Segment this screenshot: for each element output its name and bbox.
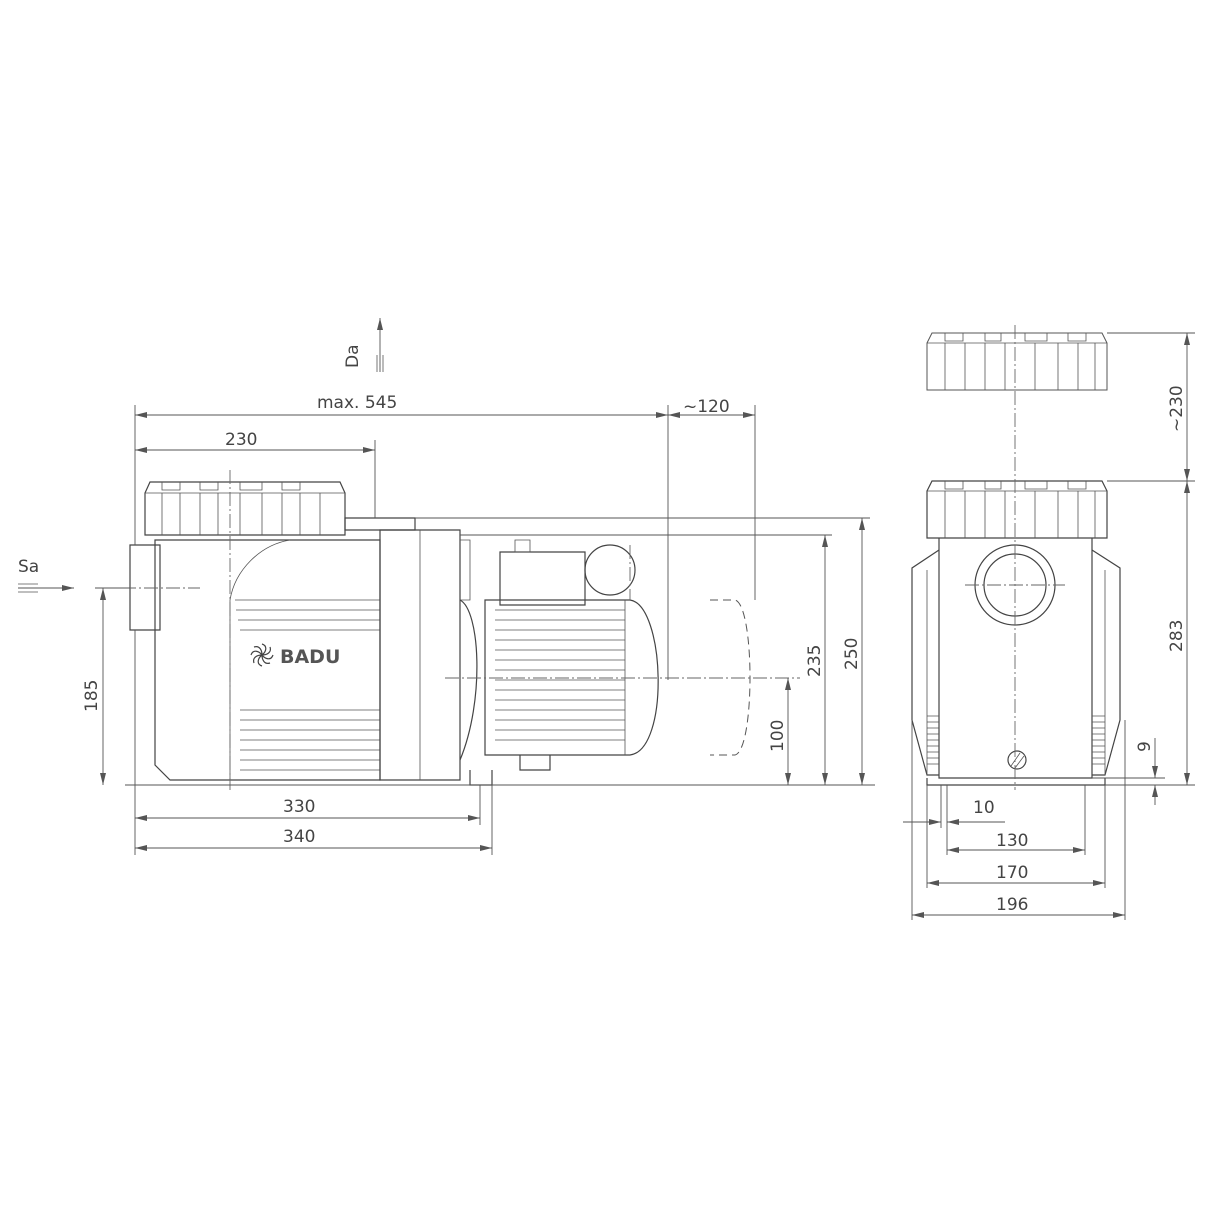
brand-name: BADU [280, 646, 340, 668]
dim-overall-length: max. 545 [317, 393, 397, 413]
strainer-lid [144, 481, 346, 536]
dim-185: 185 [82, 680, 102, 712]
lid-removed-position [926, 332, 1108, 391]
dim-196: 196 [996, 895, 1028, 915]
discharge-label: Da [343, 344, 363, 368]
capacitor [584, 544, 636, 596]
dim-130: 130 [996, 831, 1028, 851]
badu-logo: BADU [250, 643, 340, 668]
dim-motor-clearance: ~120 [683, 397, 730, 417]
dim-10: 10 [973, 798, 995, 818]
dim-235: 235 [805, 645, 825, 677]
dim-lid-clearance: ~230 [1167, 385, 1187, 432]
dim-283: 283 [1167, 620, 1187, 652]
drain-plug-icon [1007, 750, 1027, 770]
dim-330: 330 [283, 797, 315, 817]
side-view: BADU Da Sa max. 545 ~120 230 185 [18, 318, 875, 855]
strainer-lid-front [926, 480, 1108, 539]
dim-340: 340 [283, 827, 315, 847]
terminal-box [499, 551, 586, 606]
dim-230: 230 [225, 430, 257, 450]
impeller-logo-icon [250, 643, 274, 667]
housing-front [911, 538, 1121, 786]
suction-label: Sa [18, 557, 39, 577]
motor-service-outline [710, 599, 751, 756]
dim-9: 9 [1135, 741, 1155, 752]
dim-250: 250 [842, 638, 862, 670]
dim-170: 170 [996, 863, 1028, 883]
motor [484, 539, 751, 771]
dim-100: 100 [768, 720, 788, 752]
front-view: ~230 283 9 10 130 170 196 [903, 325, 1195, 920]
